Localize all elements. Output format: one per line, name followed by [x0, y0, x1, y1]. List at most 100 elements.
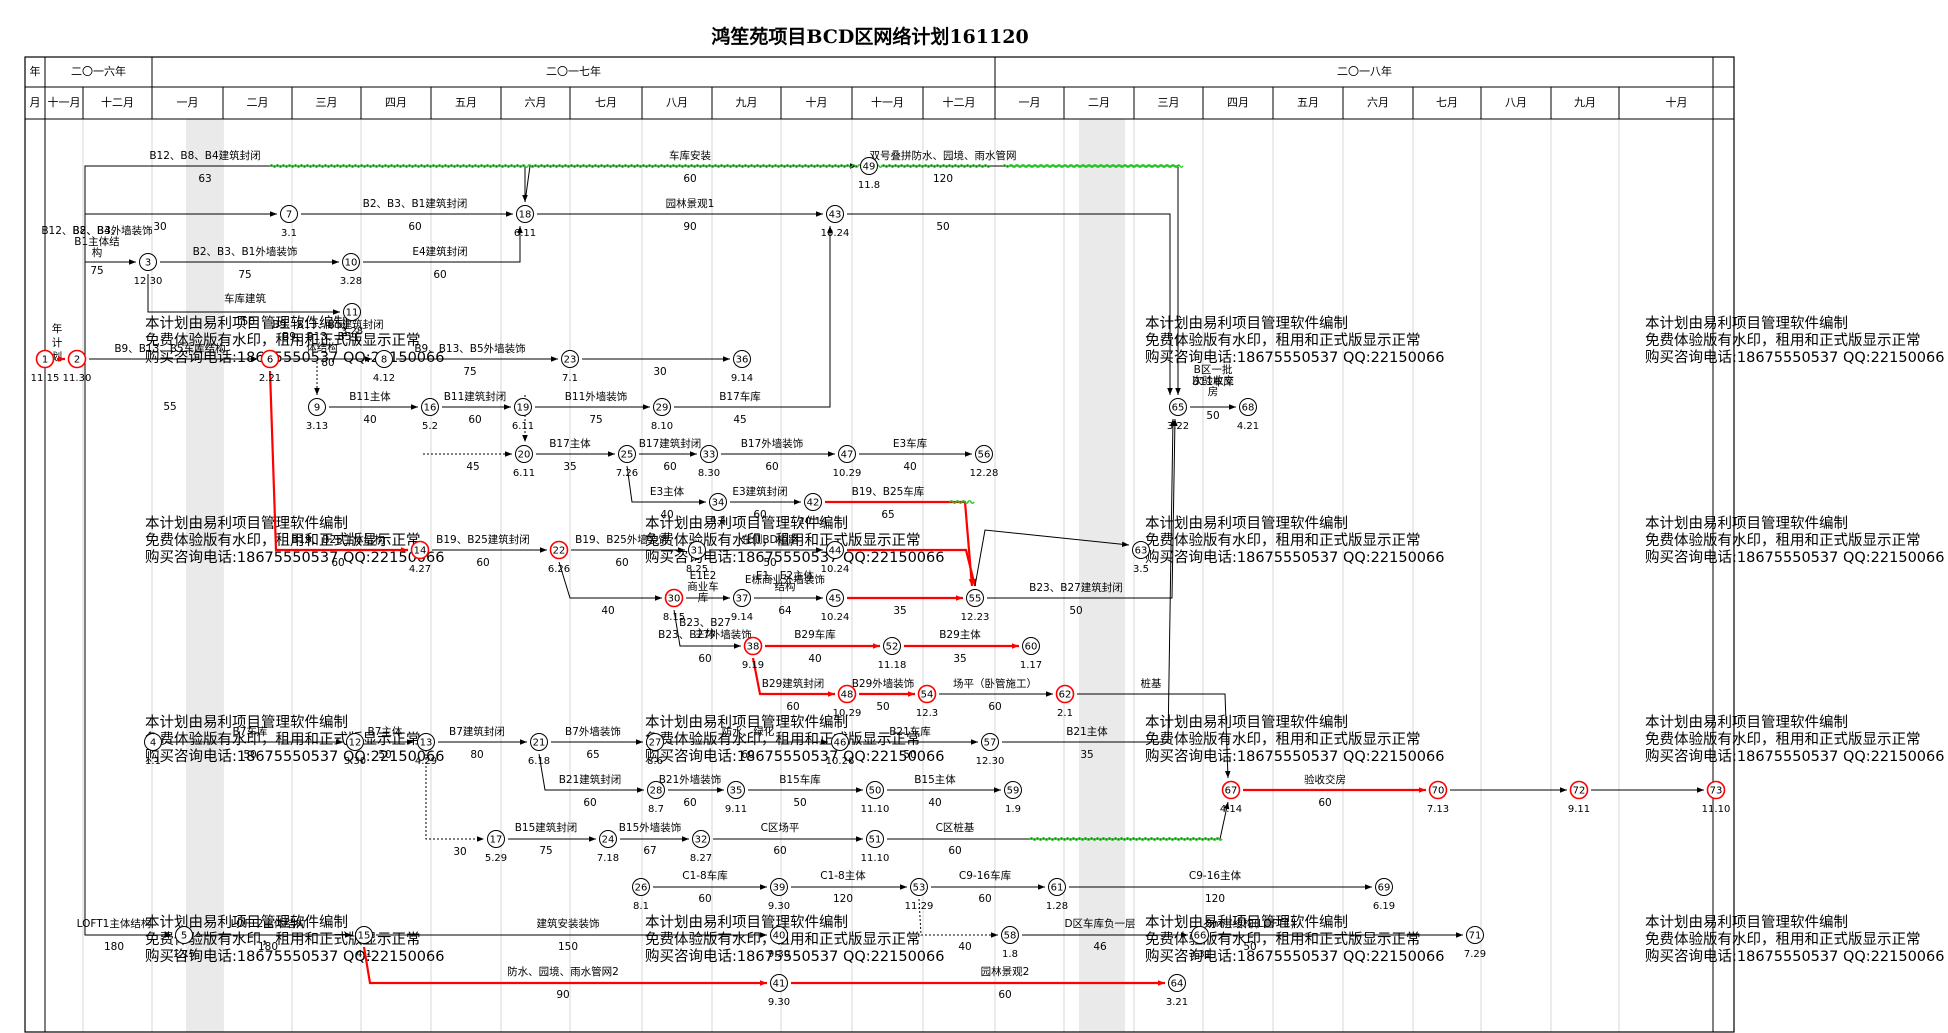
- node-id: 26: [635, 883, 648, 894]
- activity-duration: 60: [786, 701, 799, 713]
- activity-duration: 180: [104, 941, 124, 953]
- node-date: 10.26: [826, 756, 855, 767]
- node-id: 30: [668, 594, 681, 605]
- activity-label: 场平（卧管施工）: [953, 677, 1037, 690]
- node-date: 3.5: [1133, 564, 1149, 575]
- month-label: 十一月: [48, 95, 81, 109]
- node-date: 4.27: [409, 564, 431, 575]
- activity-label: C9-16车库: [959, 869, 1011, 882]
- node-id: 71: [1469, 931, 1482, 942]
- activity-arrow: [538, 753, 644, 793]
- year-row-label: 年: [30, 64, 41, 78]
- activity-label: B23、B27建筑封闭: [1029, 581, 1123, 594]
- activity-label: 商业车: [687, 580, 719, 593]
- activity-label: B区一批: [1194, 363, 1233, 376]
- watermark-text: 购买咨询电话:18675550537 QQ:22150066: [145, 948, 445, 965]
- network-node: [1706, 780, 1726, 800]
- activity-label: E1、E2主体: [756, 570, 815, 582]
- node-date: 10.29: [833, 708, 862, 719]
- activity-label: B19、B25建筑封闭: [436, 533, 530, 546]
- node-id: 63: [1135, 546, 1148, 557]
- activity-label: E3车库: [893, 437, 927, 450]
- node-id: 1: [42, 355, 48, 366]
- activity-duration: 46: [1093, 941, 1107, 953]
- node-date: 12.23: [961, 612, 990, 623]
- node-id: 41: [773, 979, 786, 990]
- activity-duration: 180: [258, 941, 278, 953]
- watermark-text: 本计划由易利项目管理软件编制: [1145, 714, 1348, 731]
- activity-label: B11外墙装饰: [565, 390, 628, 403]
- activity-duration: 65: [881, 509, 894, 521]
- node-date: 3.28: [341, 326, 363, 337]
- network-node: [515, 445, 533, 463]
- node-id: 31: [691, 546, 704, 557]
- activity-label: E3主体: [650, 486, 685, 498]
- node-date: 11.10: [1702, 804, 1731, 815]
- node-date: 8.27: [690, 853, 712, 864]
- node-date: 4.1: [356, 949, 372, 960]
- node-date: 7.18: [597, 853, 619, 864]
- network-node: [1004, 781, 1022, 799]
- node-date: 4.29: [415, 756, 437, 767]
- node-date: 3.13: [306, 421, 328, 432]
- activity-label: B11建筑封闭: [444, 390, 507, 403]
- node-date: 9.14: [731, 612, 753, 623]
- node-id: 6: [267, 355, 273, 366]
- node-date: 8.7: [648, 804, 664, 815]
- node-date: 2.1: [1057, 708, 1073, 719]
- activity-label: B29车库: [794, 628, 836, 641]
- watermark-text: 本计划由易利项目管理软件编制: [145, 914, 348, 931]
- network-node: [826, 589, 844, 607]
- side-label: 年: [52, 322, 63, 335]
- activity-arrow: [987, 418, 1178, 599]
- node-date: 4.21: [1237, 421, 1259, 432]
- node-id: 7: [286, 210, 292, 221]
- activity-label: 建筑安装装饰: [537, 917, 600, 930]
- watermark-text: 本计划由易利项目管理软件编制: [1645, 315, 1848, 332]
- node-date: 12.3: [916, 708, 938, 719]
- float-wave: [949, 500, 975, 504]
- dummy-duration: 45: [466, 461, 479, 473]
- activity-label: 防水、绿化: [722, 725, 775, 738]
- node-id: 33: [703, 450, 716, 461]
- network-node: [618, 445, 636, 463]
- activity-label: B9、B13、B5主: [282, 331, 362, 343]
- activity-duration: 65: [586, 749, 599, 761]
- network-node: [530, 733, 548, 751]
- node-date: 11.8: [858, 180, 880, 191]
- node-date: 2.21: [259, 373, 281, 384]
- node-id: 68: [1242, 403, 1255, 414]
- node-date: 9.30: [768, 901, 790, 912]
- activity-duration: 60: [773, 845, 786, 857]
- node-id: 60: [1025, 642, 1038, 653]
- activity-duration: 75: [463, 366, 476, 378]
- node-date: 7.13: [1427, 804, 1449, 815]
- activity-duration: 60: [468, 414, 481, 426]
- network-node: [1221, 780, 1241, 800]
- node-id: 15: [358, 931, 371, 942]
- watermark-text: 本计划由易利项目管理软件编制: [645, 515, 848, 532]
- watermark-text: 免费体验版有水印，租用和正式版显示正常: [1145, 931, 1421, 948]
- node-date: 8.30: [698, 468, 720, 479]
- network-node: [770, 878, 788, 896]
- activity-label: 体结构: [306, 341, 338, 354]
- node-date: 12.28: [970, 468, 999, 479]
- activity-label: B2、B3、B1建筑封闭: [363, 197, 468, 210]
- float-wave: [269, 164, 991, 168]
- activity-duration: 60: [998, 989, 1011, 1001]
- node-id: 11: [346, 308, 359, 319]
- network-node: [866, 781, 884, 799]
- node-id: 42: [807, 498, 820, 509]
- watermark-text: 本计划由易利项目管理软件编制: [1145, 315, 1348, 332]
- watermark-text: 购买咨询电话:18675550537 QQ:22150066: [645, 748, 945, 765]
- activity-label: B7主体: [368, 726, 403, 738]
- node-date: 7.1: [562, 373, 578, 384]
- node-date: 11.10: [861, 804, 890, 815]
- network-node: [308, 398, 326, 416]
- node-date: 3.30: [344, 756, 366, 767]
- activity-label: B9、B13、B5建筑封闭: [272, 318, 383, 331]
- network-node: [770, 974, 788, 992]
- activity-duration: 120: [833, 893, 853, 905]
- network-node: [1569, 780, 1589, 800]
